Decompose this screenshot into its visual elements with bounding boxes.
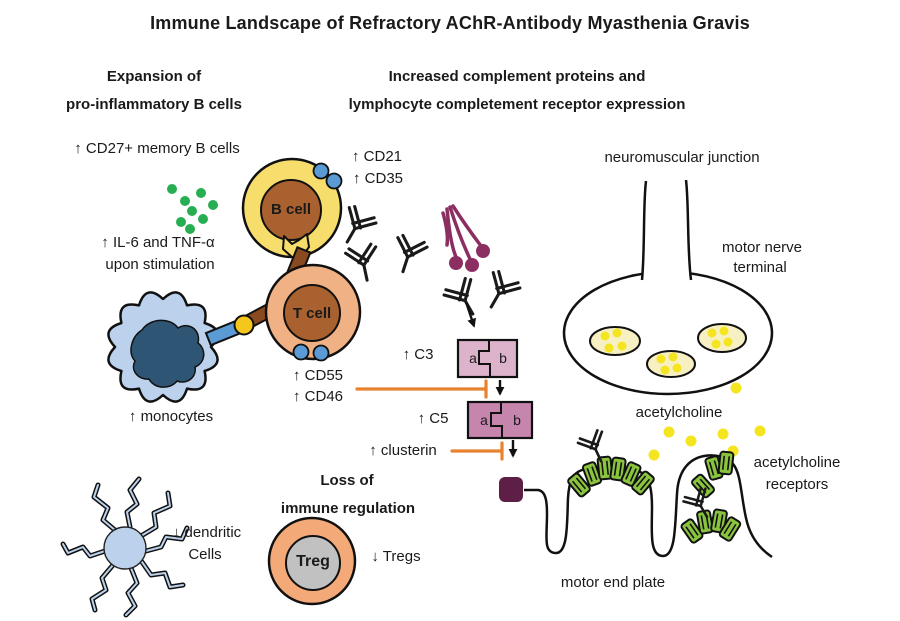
clusterin-label: ↑ clusterin <box>369 442 437 459</box>
treg-cell-shape <box>267 516 357 606</box>
motor-end-plate-membrane <box>524 454 773 559</box>
left-heading-line1: Expansion of <box>106 68 202 85</box>
antibody-to-c3-arrow <box>464 301 476 328</box>
c5-subunit-b-label: b <box>513 412 521 428</box>
diagram-title: Immune Landscape of Refractory AChR-Anti… <box>150 13 750 33</box>
cd55-label: ↑ CD55 <box>292 367 344 384</box>
t-cell-label: T cell <box>292 305 332 322</box>
synaptic-vesicles <box>589 323 747 378</box>
monocytes-label: ↑ monocytes <box>128 408 214 425</box>
antibody-icon <box>386 232 430 278</box>
c5-box <box>466 400 534 440</box>
motor-end-plate-label: motor end plate <box>560 574 666 591</box>
il6-tnf-label-line1: ↑ IL-6 and TNF-α <box>101 234 215 251</box>
motor-nerve-label-line1: motor nerve <box>721 239 803 256</box>
il6-tnf-label-line2: upon stimulation <box>105 256 215 273</box>
dendritic-label-line1: ↓ dendritic <box>172 524 242 541</box>
loss-heading-line1: Loss of <box>320 472 374 489</box>
clusterin-inhibition-line <box>450 441 504 461</box>
cd27-label: ↑ CD27+ memory B cells <box>74 140 240 157</box>
t-cell-shape <box>264 263 362 362</box>
motor-nerve-label-line2: terminal <box>733 259 787 276</box>
tregs-down-label: ↓ Tregs <box>371 548 421 565</box>
cd35-label: ↑ CD35 <box>352 170 404 187</box>
c3-subunit-b-label: b <box>499 350 507 366</box>
monocyte-shape <box>107 291 219 403</box>
left-heading-line2: pro-inflammatory B cells <box>66 96 242 113</box>
c5-label: ↑ C5 <box>417 410 449 427</box>
c3-box <box>456 338 519 379</box>
acetylcholine-label: acetylcholine <box>635 404 723 421</box>
cytokine-dots <box>167 184 218 234</box>
c3-subunit-a-label: a <box>469 350 477 366</box>
b-cell-shape <box>241 157 343 259</box>
achr-receptor-icons <box>565 450 743 545</box>
antibody-icon <box>476 267 524 317</box>
motor-nerve-terminal-shape <box>562 179 774 396</box>
middle-heading-line1: Increased complement proteins and <box>388 68 646 85</box>
treg-label: Treg <box>296 553 330 570</box>
achr-label-line1: acetylcholine <box>753 454 841 471</box>
antibody-icon <box>440 274 488 324</box>
cd21-label: ↑ CD21 <box>351 148 403 165</box>
cd55-cd46-inhibition-line <box>355 379 488 399</box>
c1q-complex-shape <box>441 204 490 272</box>
achr-label-line2: receptors <box>765 476 829 493</box>
c5-subunit-a-label: a <box>480 412 488 428</box>
antibody-icon <box>343 241 384 285</box>
middle-heading-line2: lymphocyte completement receptor express… <box>348 96 686 113</box>
dendritic-cell-shape <box>60 476 190 618</box>
mac-complex-shape <box>499 477 523 502</box>
dendritic-label-line2: Cells <box>188 546 222 563</box>
b-cell-label: B cell <box>270 201 312 218</box>
c3-label: ↑ C3 <box>402 346 434 363</box>
neuromuscular-junction-label: neuromuscular junction <box>604 149 760 166</box>
cd46-label: ↑ CD46 <box>292 388 344 405</box>
loss-heading-line2: immune regulation <box>280 500 416 517</box>
